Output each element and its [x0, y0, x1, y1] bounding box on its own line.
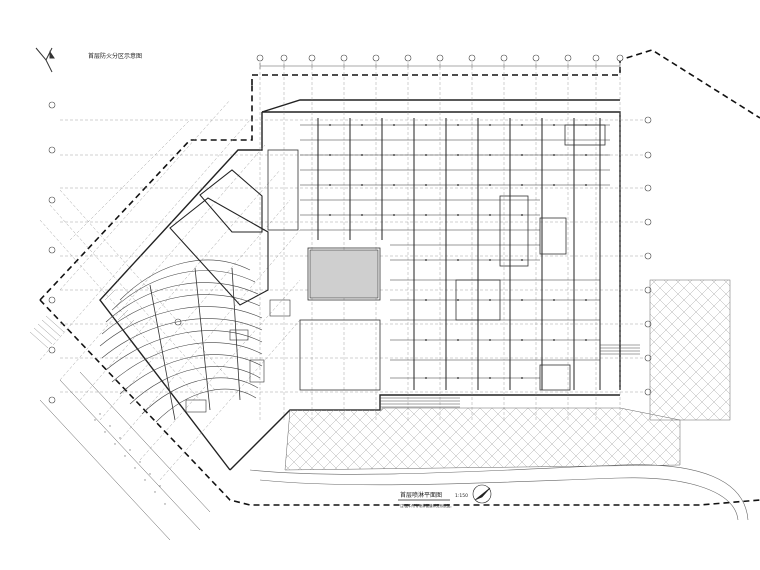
- column-grid: [60, 62, 650, 420]
- plan-scale: 1:150: [455, 493, 468, 499]
- compass-icon: [472, 484, 492, 504]
- external-road: [39, 371, 211, 541]
- plan-title-block: 首层喷淋平面图 1:150 注:图中所有喷淋管道详见系统图。: [398, 484, 492, 508]
- auditorium-seating: [99, 259, 263, 423]
- key-plan: 首层防火分区示意图: [35, 47, 142, 73]
- sprinkler-branches: [300, 124, 610, 379]
- grid-bubbles-top: [256, 54, 624, 62]
- sprinkler-heads: [329, 124, 587, 379]
- key-plan-title: 首层防火分区示意图: [88, 52, 142, 60]
- diagonal-grid: [39, 99, 301, 481]
- wing-corridor-hatching: [29, 289, 135, 349]
- interior-rooms: [267, 124, 606, 391]
- shaded-room: [309, 249, 379, 299]
- auditorium-aisles: [149, 267, 241, 421]
- entry-stairs: [380, 344, 640, 408]
- north-arrow-icon: [35, 47, 55, 73]
- paved-plaza-bottom: [284, 407, 681, 471]
- dimension-ticks: [283, 64, 597, 68]
- plan-note: 注:图中所有喷淋管道详见系统图。: [400, 503, 454, 508]
- paved-plaza-right: [649, 279, 731, 421]
- plan-title: 首层喷淋平面图: [400, 491, 442, 499]
- stage-wedge: [169, 169, 269, 306]
- grid-bubbles-left: [48, 101, 182, 404]
- wing-fixtures: [185, 299, 291, 413]
- road-texture: [94, 413, 166, 505]
- grid-bubbles-right: [644, 116, 652, 396]
- curved-road: [249, 464, 749, 521]
